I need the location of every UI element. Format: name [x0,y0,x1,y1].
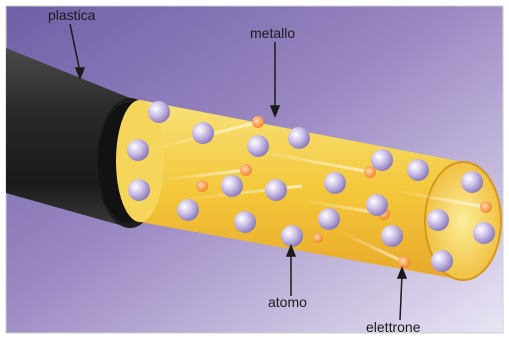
atom [128,179,150,201]
atom [247,135,269,157]
electron [364,166,376,178]
label-plastic: plastica [48,7,96,23]
electron [313,233,323,243]
atom [127,139,149,161]
label-metal: metallo [250,25,295,41]
atom [281,225,303,247]
atom [366,194,388,216]
atom [318,208,340,230]
atom [381,225,403,247]
atom [265,179,287,201]
label-electron: elettrone [366,319,421,335]
electron [240,164,252,176]
atom [461,171,483,193]
atom [407,159,429,181]
electron [252,116,264,128]
atom [324,172,346,194]
electron [480,201,492,213]
electron [196,180,208,192]
atom [192,122,214,144]
atom [234,211,256,233]
atom [288,127,310,149]
atom [177,199,199,221]
atom [427,209,449,231]
label-atom: atomo [268,294,307,310]
atom [221,175,243,197]
atom [148,101,170,123]
atom [371,149,393,171]
atom [431,250,453,272]
electron [398,256,410,268]
atom [473,222,495,244]
